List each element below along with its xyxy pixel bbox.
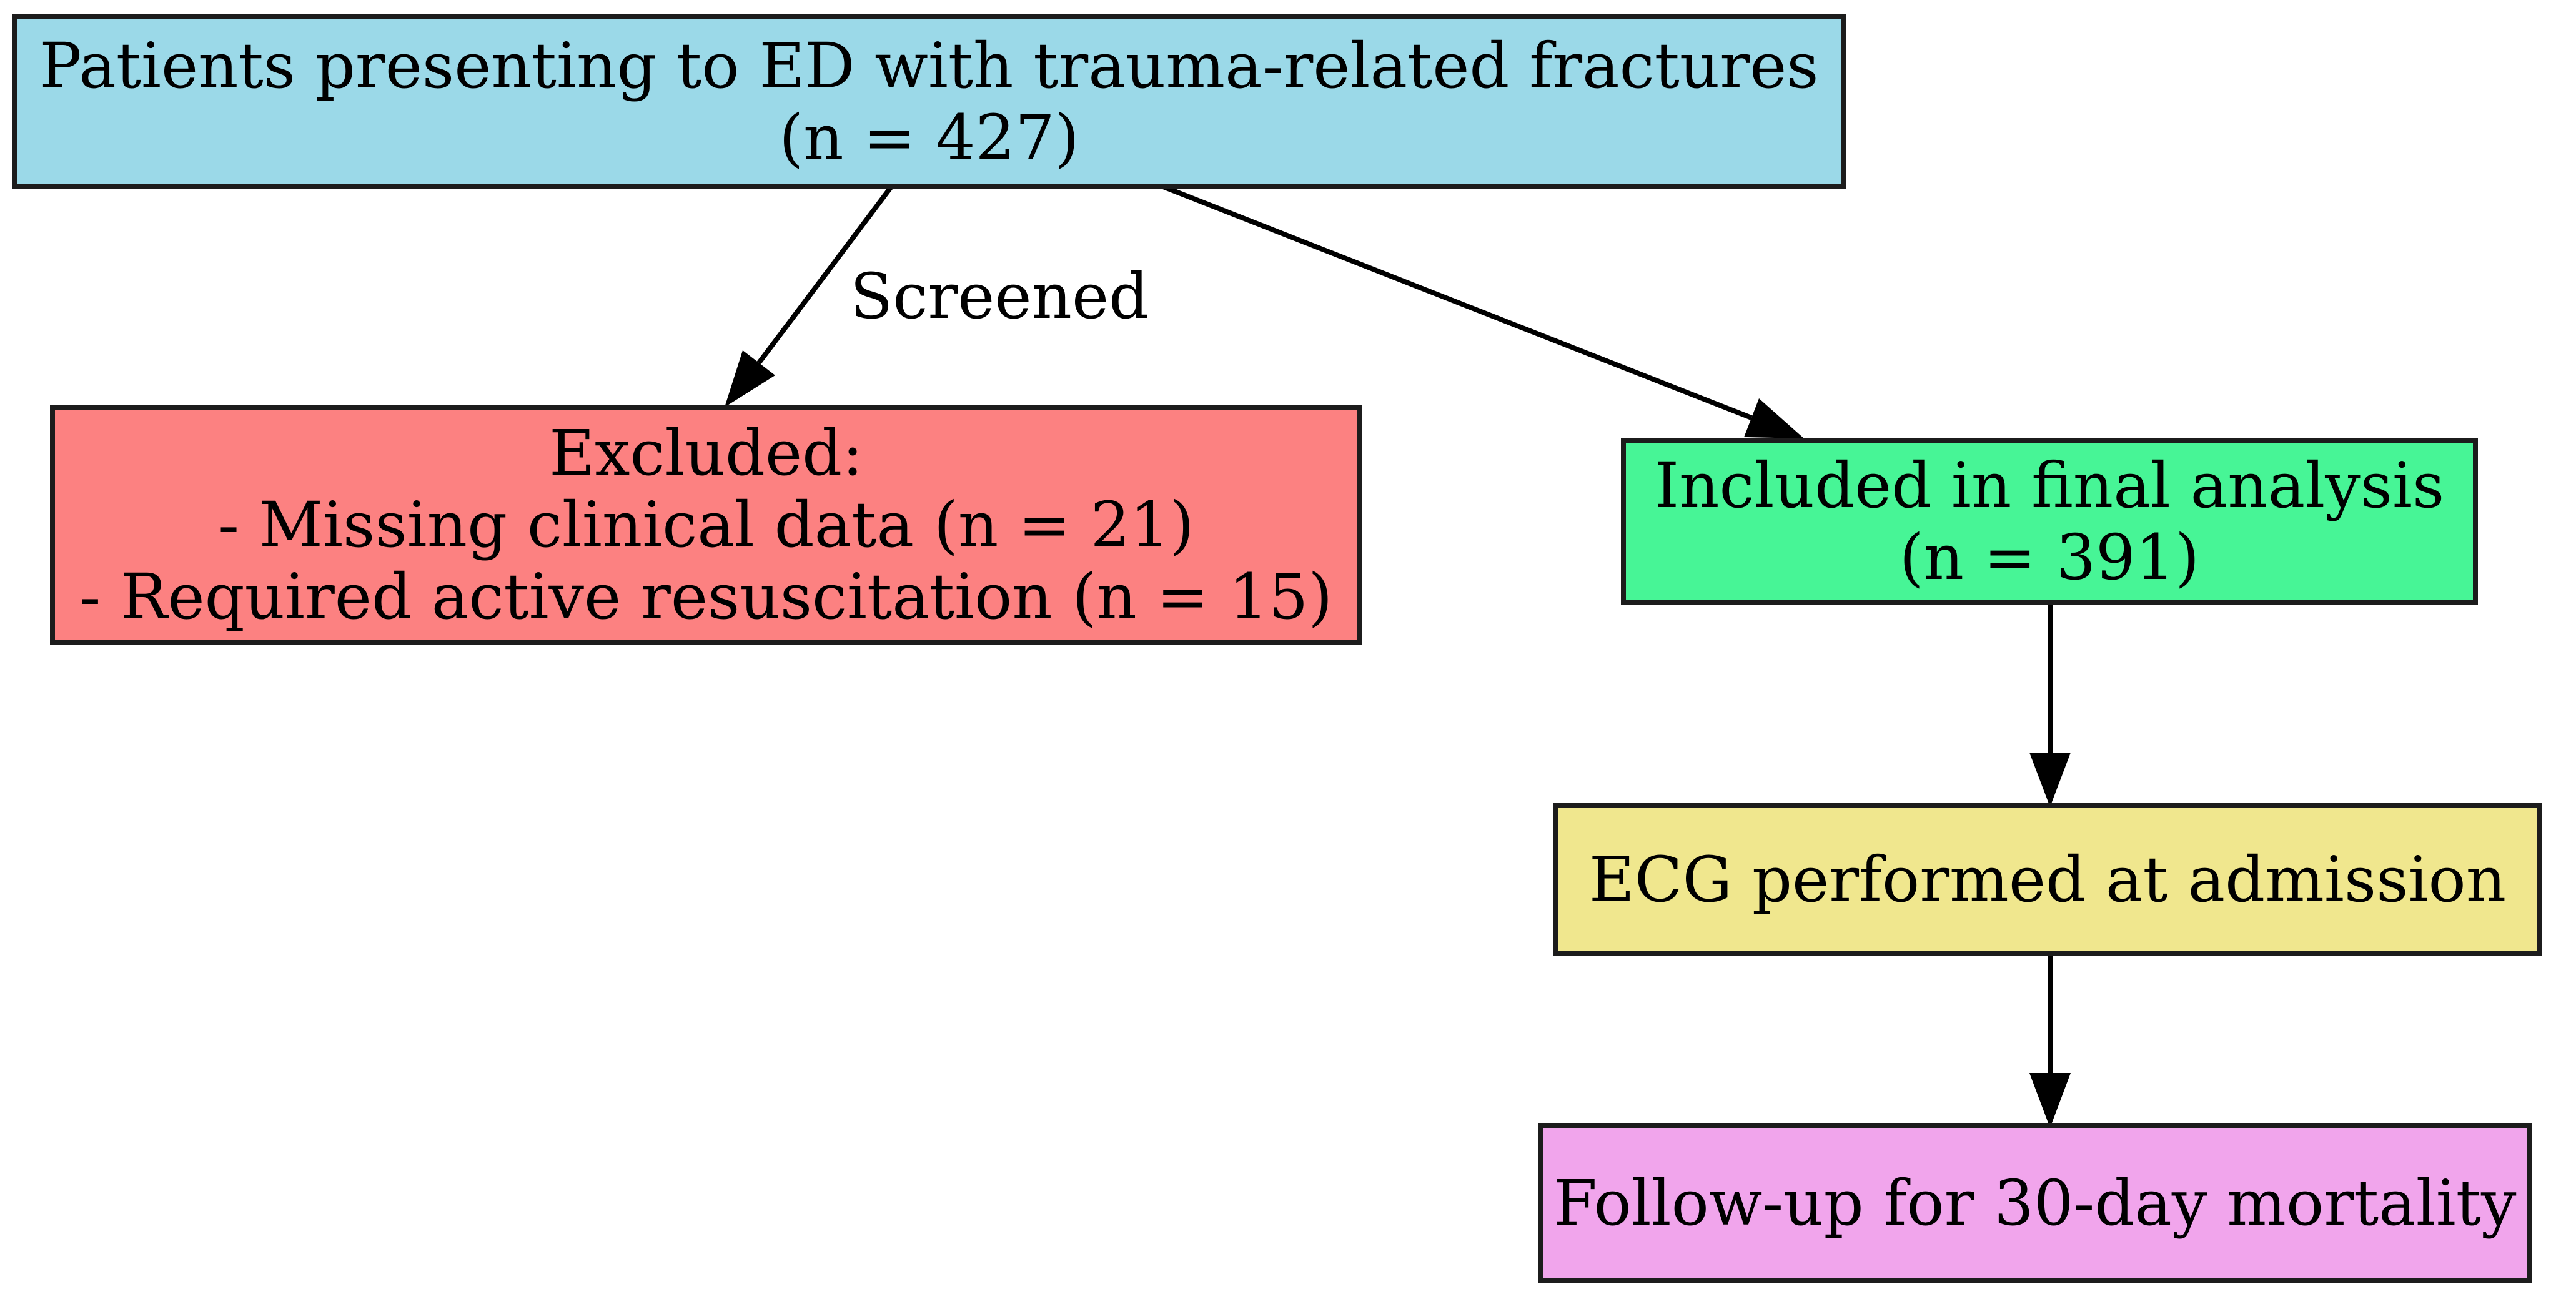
node-source-count: (n = 427) bbox=[779, 101, 1079, 174]
node-excluded-heading: Excluded: bbox=[549, 416, 863, 490]
node-included: Included in final analysis (n = 391) bbox=[1621, 438, 2478, 605]
node-source-line1: Patients presenting to ED with trauma-re… bbox=[39, 29, 1819, 102]
node-included-count: (n = 391) bbox=[1899, 521, 2200, 594]
arrowhead-followup bbox=[2029, 1073, 2071, 1128]
node-excluded: Excluded: - Missing clinical data (n = 2… bbox=[50, 405, 1362, 645]
node-excluded-reason-1: - Missing clinical data (n = 21) bbox=[218, 488, 1194, 561]
edge-followup bbox=[2029, 952, 2071, 1128]
edge-label-screened: Screened bbox=[850, 260, 1149, 333]
node-source-population: Patients presenting to ED with trauma-re… bbox=[12, 14, 1846, 189]
edge-screened bbox=[725, 182, 896, 407]
node-followup: Follow-up for 30-day mortality bbox=[1538, 1123, 2532, 1283]
edge-included bbox=[1156, 182, 1804, 438]
node-followup-line1: Follow-up for 30-day mortality bbox=[1553, 1166, 2517, 1240]
arrowhead-included bbox=[1744, 398, 1804, 438]
arrowhead-screened bbox=[725, 350, 775, 407]
node-ecg: ECG performed at admission bbox=[1553, 803, 2542, 956]
node-excluded-reason-2: - Required active resuscitation (n = 15) bbox=[79, 560, 1333, 633]
edge-ecg bbox=[2029, 601, 2071, 807]
node-ecg-line1: ECG performed at admission bbox=[1588, 842, 2507, 916]
arrowhead-ecg bbox=[2029, 753, 2071, 807]
node-included-line1: Included in final analysis bbox=[1654, 449, 2445, 522]
